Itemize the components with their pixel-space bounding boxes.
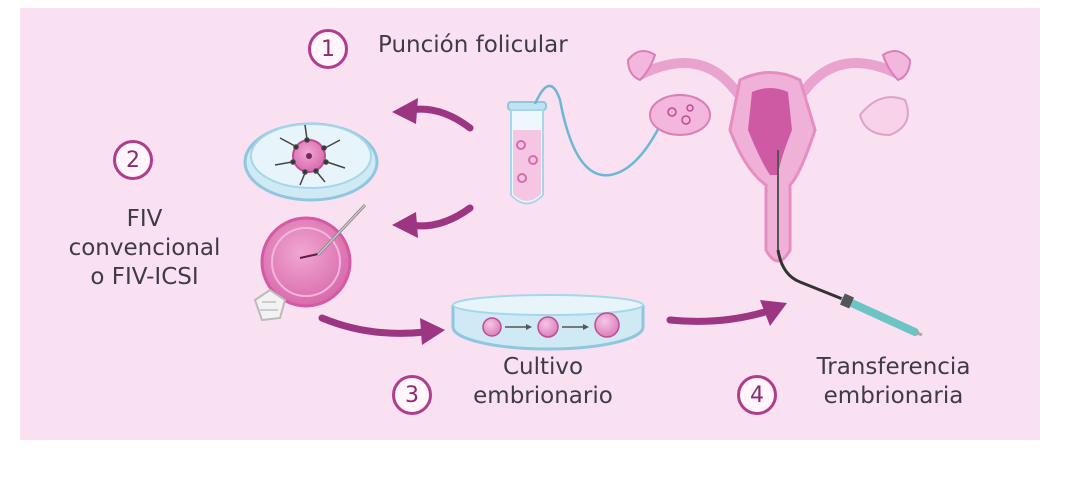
syringe	[776, 249, 923, 337]
step-2-badge: 2	[113, 140, 153, 180]
icsi-egg	[253, 203, 367, 322]
step-3-badge: 3	[392, 375, 432, 415]
step-3-line-1: Cultivo	[502, 354, 584, 380]
culture-dish	[451, 294, 645, 351]
step-1-label: Punción folicular	[378, 32, 568, 58]
step-2-line-3: o FIV-ICSI	[90, 263, 199, 290]
step-4-line-1: Transferencia	[816, 354, 971, 380]
step-4-line-2: embrionaria	[823, 382, 964, 409]
petri-dish-fertilization	[243, 122, 379, 202]
step-2-line-2: convencional	[68, 234, 221, 261]
arrows-to-fertilization	[406, 105, 474, 230]
step-2-line-1: FIV	[126, 206, 163, 232]
test-tube	[507, 84, 667, 205]
step-1-badge: 1	[308, 29, 348, 69]
diagram-panel	[20, 8, 1040, 440]
step-4-badge: 4	[737, 375, 777, 415]
step-2-label: FIV convencional o FIV-ICSI	[62, 205, 227, 291]
step-4-label: Transferencia embrionaria	[796, 353, 991, 411]
step-3-line-2: embrionario	[473, 382, 613, 409]
step-3-label: Cultivo embrionario	[448, 353, 638, 411]
uterus	[626, 50, 912, 263]
arrows-process	[318, 308, 769, 337]
